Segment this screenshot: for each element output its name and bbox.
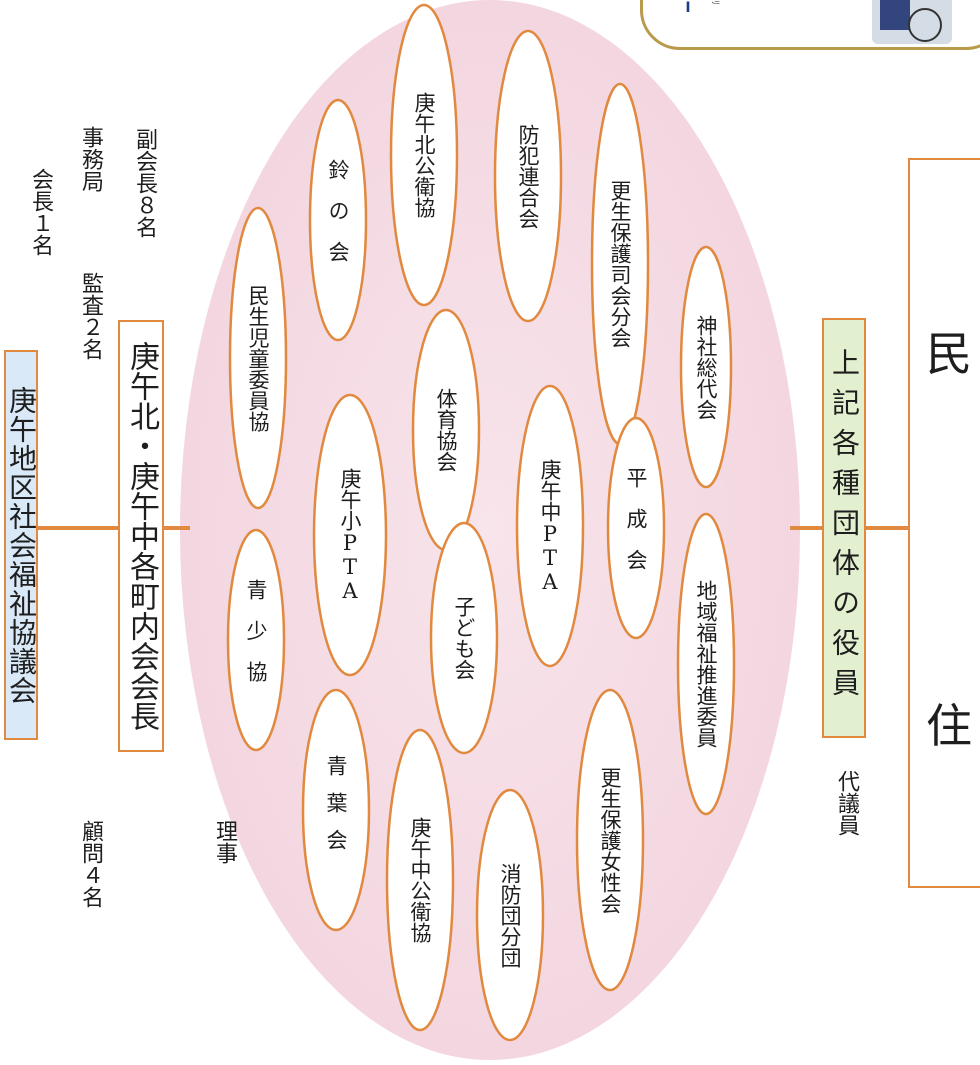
group-kodomokai: 子ども会 [452, 596, 476, 680]
group-kosei-hogoshi: 更生保護司会分会 [608, 180, 632, 348]
group-taiiku: 体育協会 [434, 388, 458, 472]
group-chiiki-fukushi: 地域福祉推進委員 [694, 580, 718, 748]
vice-presidents-label: 副会長８名 [132, 128, 157, 238]
ellipse-kogo-sho-pta [312, 393, 388, 677]
corner-badge-subtitle-fragment: ﾘ [709, 0, 720, 5]
ellipse-kodomokai [429, 521, 499, 755]
delegates-source: 上記各種団体の役員 [828, 348, 861, 708]
ellipse-jinja [679, 245, 733, 489]
president-label: 会長１名 [28, 168, 53, 256]
directors-label: 理事 [212, 820, 237, 864]
residents-char-2: 住 [926, 699, 972, 753]
ellipse-chiiki-fukushi [676, 512, 736, 816]
group-bohan: 防犯連合会 [516, 123, 540, 229]
group-kogo-sho-pta: 庚午小PTA [338, 467, 362, 603]
auditors-label: 監査２名 [78, 272, 103, 360]
group-aobakai: 青葉会 [324, 754, 348, 866]
ellipse-aobakai [301, 688, 371, 932]
ellipse-minsei [228, 206, 288, 510]
delegates-label: 代議員 [834, 770, 859, 836]
advisors-label: 顧問４名 [78, 820, 103, 908]
ellipse-kogo-chu-pta [515, 384, 585, 668]
ellipse-kogo-chu-koeikyo [385, 728, 455, 1032]
ellipse-seishokyo [226, 528, 286, 752]
group-kosei-josei: 更生保護女性会 [598, 766, 622, 914]
delegates-source-box: 上記各種団体の役員 [822, 318, 866, 738]
corner-badge-image [872, 0, 952, 44]
group-jinja: 神社総代会 [694, 314, 718, 420]
group-suzunokai: 鈴の会 [326, 158, 350, 282]
group-minsei: 民生児童委員協 [246, 284, 270, 432]
council-title: 庚午地区社会福祉協議会 [5, 385, 38, 705]
ellipse-kosei-josei [575, 688, 645, 992]
group-kogo-chu-pta: 庚午中PTA [538, 458, 562, 594]
group-seishokyo: 青少協 [244, 578, 268, 702]
group-ellipses [226, 3, 736, 1042]
group-kogo-chu-koeikyo: 庚午中公衛協 [408, 817, 432, 943]
council-title-box: 庚午地区社会福祉協議会 [4, 350, 38, 740]
ellipse-heisei [606, 416, 666, 640]
ellipse-kogo-kita-koeikyo [389, 3, 459, 307]
corner-badge-title-fragment: Ⅰ [680, 0, 696, 16]
residents-char-1: 民 [926, 327, 972, 381]
group-heisei: 平成会 [624, 466, 648, 590]
ellipse-bohan [493, 29, 563, 323]
ellipse-suzunokai [308, 98, 368, 342]
secretariat-label: 事務局 [78, 126, 103, 192]
ellipse-shobodan [475, 788, 545, 1042]
group-shobodan: 消防団分団 [498, 862, 522, 968]
residents-box [908, 158, 980, 888]
group-kogo-kita-koeikyo: 庚午北公衛協 [412, 92, 436, 218]
president-source: 庚午北・庚午中各町内会会長 [124, 341, 159, 731]
president-source-box: 庚午北・庚午中各町内会会長 [118, 320, 164, 752]
